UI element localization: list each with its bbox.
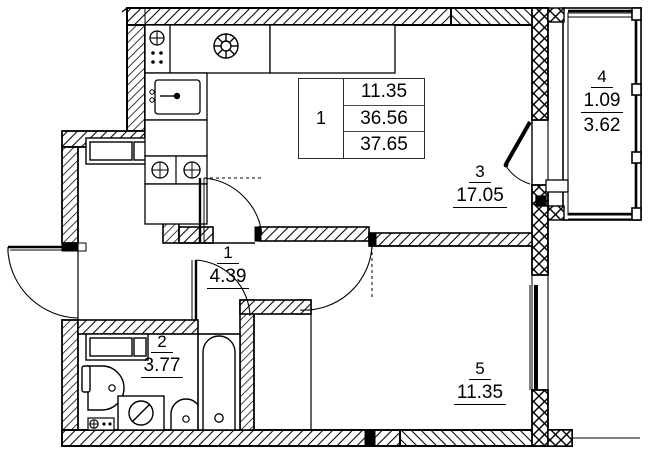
summary-table-key: 1 bbox=[315, 108, 326, 128]
room-number-4: 4 bbox=[591, 68, 613, 88]
room-number-2: 2 bbox=[151, 333, 173, 353]
summary-value-living: 11.35 bbox=[344, 79, 424, 106]
apartment-summary-table: 1 11.35 36.56 37.65 bbox=[298, 78, 425, 159]
room-area-5: 11.35 bbox=[453, 382, 507, 405]
room-label-bathroom: 2 3.77 bbox=[124, 333, 200, 378]
room-number-5: 5 bbox=[469, 360, 491, 380]
summary-table-values: 11.35 36.56 37.65 bbox=[343, 79, 424, 158]
room-area-4: 1.09 bbox=[580, 90, 624, 113]
summary-value-total: 37.65 bbox=[360, 134, 408, 156]
room-number-1: 1 bbox=[217, 244, 239, 264]
room-label-hall: 1 4.39 bbox=[188, 244, 268, 289]
room-area-4-reduced: 3.62 bbox=[583, 114, 621, 136]
room-area-3: 17.05 bbox=[453, 185, 507, 208]
room-area-1: 4.39 bbox=[206, 266, 250, 289]
summary-value-total-living: 36.56 bbox=[344, 106, 424, 133]
room-label-bedroom: 5 11.35 bbox=[440, 360, 520, 405]
room-label-balcony: 4 1.09 3.62 bbox=[562, 68, 642, 137]
room-number-3: 3 bbox=[469, 163, 491, 183]
room-label-kitchen-living: 3 17.05 bbox=[440, 163, 520, 208]
room-area-2: 3.77 bbox=[140, 355, 184, 378]
